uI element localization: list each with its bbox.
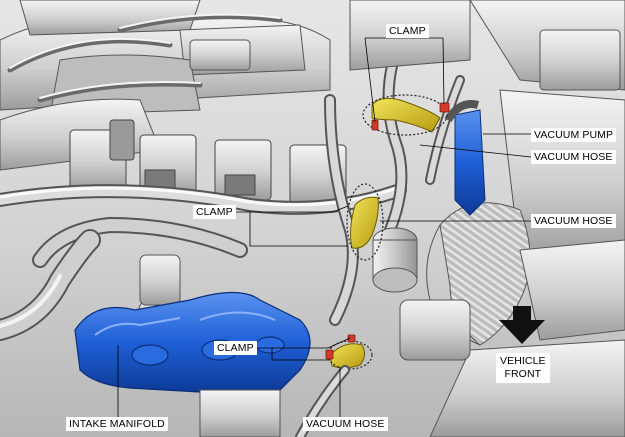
vacuum-hose-label-middle: VACUUM HOSE bbox=[531, 214, 616, 228]
clamp-label-middle: CLAMP bbox=[193, 205, 236, 219]
arrow-down-icon bbox=[499, 306, 545, 344]
vehicle-front-label: VEHICLE FRONT bbox=[496, 353, 550, 383]
clamp-label-top: CLAMP bbox=[386, 24, 429, 38]
vacuum-hose-label-upper: VACUUM HOSE bbox=[531, 150, 616, 164]
vacuum-pump-label: VACUUM PUMP bbox=[531, 128, 617, 142]
vehicle-front-line1: VEHICLE bbox=[500, 355, 546, 367]
intake-manifold-label: INTAKE MANIFOLD bbox=[66, 417, 168, 431]
clamp-label-lower: CLAMP bbox=[214, 341, 257, 355]
vehicle-front-line2: FRONT bbox=[504, 368, 542, 380]
vacuum-hose-label-bottom: VACUUM HOSE bbox=[303, 417, 388, 431]
